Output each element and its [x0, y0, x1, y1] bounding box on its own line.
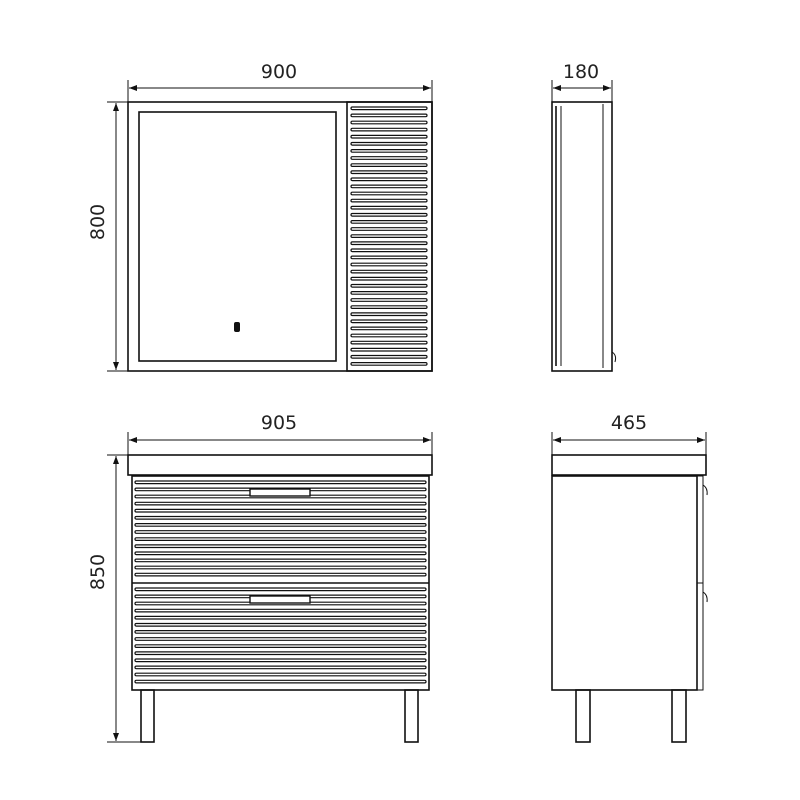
slat	[350, 326, 428, 331]
dim-mirror-height: 800	[87, 204, 109, 240]
slat	[134, 522, 427, 527]
slat	[350, 262, 428, 267]
drawer-handle-bottom	[249, 595, 311, 604]
slat	[134, 565, 427, 570]
dim-vanity-width: 905	[261, 412, 297, 434]
slat	[350, 291, 428, 295]
slat	[134, 508, 427, 513]
touch-sensor-icon	[234, 322, 240, 332]
slat	[350, 255, 428, 260]
slat	[134, 608, 427, 613]
slat	[134, 558, 427, 563]
vanity-side	[551, 454, 708, 743]
slat	[134, 537, 427, 541]
slat	[350, 163, 428, 168]
slat	[350, 141, 428, 146]
slat	[134, 530, 427, 534]
slat	[134, 587, 427, 592]
slat	[350, 333, 428, 338]
mirror-cabinet-side	[551, 101, 617, 372]
dim-vanity-depth: 465	[611, 412, 647, 434]
slat	[350, 198, 428, 203]
slat	[350, 212, 428, 217]
slat	[134, 651, 427, 656]
slat	[350, 298, 428, 302]
slat	[350, 305, 428, 309]
slat	[134, 629, 427, 634]
slat	[350, 177, 428, 182]
slat	[350, 319, 428, 324]
slat	[134, 658, 427, 663]
slat	[134, 572, 427, 577]
slat	[134, 622, 427, 627]
slat	[134, 637, 427, 641]
slat	[350, 283, 428, 288]
slat	[134, 615, 427, 620]
slat	[350, 347, 428, 352]
dimension-lines	[107, 80, 707, 743]
slat	[350, 220, 428, 224]
slat	[134, 679, 427, 684]
slat	[134, 544, 427, 549]
leg-right	[404, 689, 419, 743]
dim-vanity-height: 850	[87, 554, 109, 590]
slat	[350, 184, 428, 189]
slat	[350, 241, 428, 246]
slat	[134, 672, 427, 677]
slat	[350, 234, 428, 239]
slat	[350, 248, 428, 253]
slat	[350, 362, 428, 366]
slat	[134, 551, 427, 556]
mirror-cabinet-front	[127, 101, 433, 372]
slat	[350, 191, 428, 196]
slat	[134, 515, 427, 520]
slat	[134, 665, 427, 670]
drawer-handle-top	[249, 488, 311, 497]
slat	[350, 269, 428, 274]
vanity-slats	[134, 480, 427, 684]
slat	[134, 480, 427, 485]
mirror-panel	[138, 111, 337, 362]
slat	[350, 354, 428, 359]
vanity-front	[127, 454, 433, 743]
countertop	[127, 454, 433, 476]
slat	[350, 227, 428, 231]
slat	[350, 149, 428, 153]
slat	[350, 170, 428, 175]
mirror-slat-panel	[350, 106, 428, 366]
slat	[350, 106, 428, 111]
slat	[350, 113, 428, 118]
slat	[350, 134, 428, 139]
slat	[350, 276, 428, 281]
slat	[350, 127, 428, 132]
slat	[350, 205, 428, 210]
dim-mirror-width: 900	[261, 61, 297, 83]
slat	[350, 120, 428, 125]
slat	[350, 340, 428, 345]
slat	[350, 156, 428, 160]
dim-mirror-depth: 180	[563, 61, 599, 83]
leg-left	[140, 689, 155, 743]
slat	[350, 312, 428, 317]
slat	[134, 501, 427, 506]
slat	[134, 644, 427, 648]
